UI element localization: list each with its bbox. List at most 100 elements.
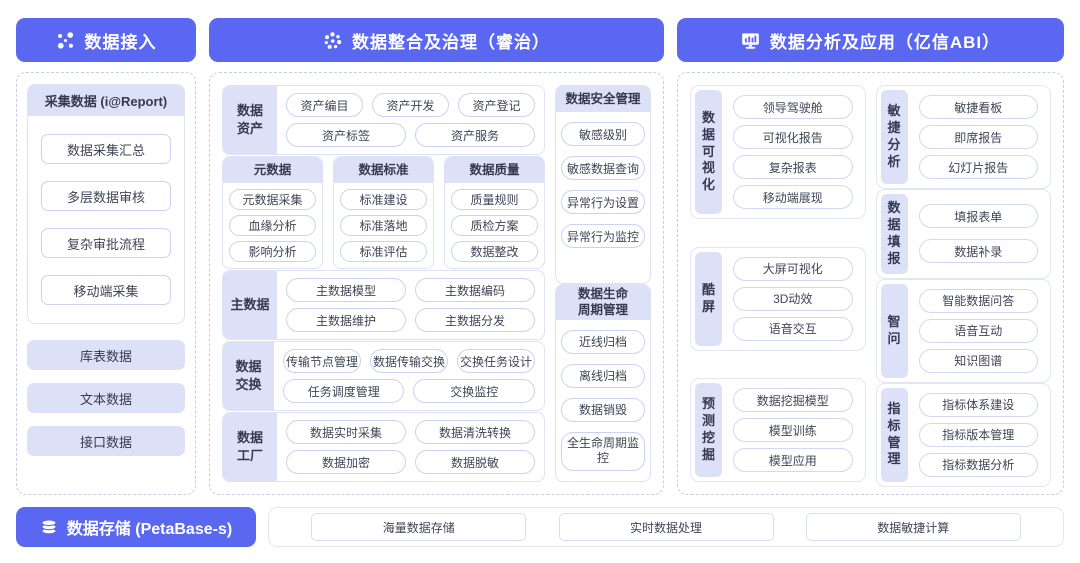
collect-item[interactable]: 复杂审批流程 [41,228,171,258]
feature-item[interactable]: 语音交互 [733,316,853,341]
feature-group-label: 预测挖掘 [695,383,722,477]
feature-item[interactable]: 敏感级别 [561,122,645,146]
storage-item[interactable]: 实时数据处理 [558,513,774,541]
feature-item[interactable]: 质量规则 [451,189,538,210]
feature-item[interactable]: 模型应用 [733,448,853,472]
feature-item[interactable]: 即席报告 [918,125,1038,149]
feature-item[interactable]: 主数据分发 [415,308,535,332]
feature-item[interactable]: 标准评估 [340,241,427,262]
feature-item[interactable]: 血缘分析 [229,215,316,236]
storage-item[interactable]: 数据敏捷计算 [805,513,1021,541]
storage-header-button[interactable]: 数据存储 (PetaBase-s) [16,507,256,547]
feature-item[interactable]: 近线归档 [561,329,645,354]
section-header-access[interactable]: 数据接入 [16,18,196,62]
feature-item[interactable]: 可视化报告 [733,125,853,149]
feature-group-label: 数据资产 [223,86,277,154]
feature-group-label: 数据交换 [223,342,274,410]
feature-item[interactable]: 数据销毁 [561,397,645,422]
feature-item[interactable]: 资产登记 [458,93,535,117]
data-source-pill[interactable]: 库表数据 [27,340,185,370]
feature-item[interactable]: 离线归档 [561,363,645,388]
feature-item[interactable]: 指标数据分析 [918,452,1038,477]
feature-item[interactable]: 数据传输交换 [369,349,448,373]
feature-item[interactable]: 任务调度管理 [282,379,405,403]
collect-item[interactable]: 移动端采集 [41,275,171,305]
feature-group-label: 指标管理 [880,387,908,482]
feature-item[interactable]: 敏捷看板 [918,95,1038,119]
feature-item[interactable]: 标准建设 [340,189,427,210]
feature-group: 数据工厂数据实时采集数据清洗转换数据加密数据脱敏 [222,412,545,482]
feature-group: 数据资产资产编目资产开发资产登记资产标签资产服务 [222,85,545,155]
feature-item[interactable]: 异常行为监控 [561,224,645,248]
feature-group-label: 智问 [880,283,908,378]
storage-item[interactable]: 海量数据存储 [311,513,527,541]
feature-group-label: 数据填报 [880,194,908,274]
feature-item[interactable]: 标准落地 [340,215,427,236]
feature-item[interactable]: 资产服务 [415,123,535,147]
feature-item[interactable]: 指标版本管理 [918,422,1038,447]
panels-row: 采集数据 (i@Report) 数据采集汇总多层数据审核复杂审批流程移动端采集 … [16,72,1064,495]
database-icon [40,518,58,536]
feature-item[interactable]: 数据补录 [918,239,1038,264]
feature-row: 资产编目资产开发资产登记 [286,93,535,117]
feature-row: 任务调度管理交换监控 [282,379,536,403]
feature-item[interactable]: 大屏可视化 [733,256,853,281]
feature-row: 主数据维护主数据分发 [286,308,535,332]
feature-item[interactable]: 数据清洗转换 [415,420,535,444]
section-header-governance[interactable]: 数据整合及治理（睿治） [209,18,664,62]
feature-row: 传输节点管理数据传输交换交换任务设计 [282,349,535,373]
feature-item[interactable]: 交换任务设计 [456,349,535,373]
feature-item[interactable]: 幻灯片报告 [918,155,1038,179]
feature-item[interactable]: 敏感数据查询 [561,156,645,180]
feature-item[interactable]: 数据整改 [451,241,538,262]
feature-item[interactable]: 资产标签 [286,123,406,147]
feature-item[interactable]: 数据挖掘模型 [733,388,853,412]
feature-item[interactable]: 主数据编码 [415,278,535,302]
feature-group-label: 酷屏 [695,251,722,346]
feature-item[interactable]: 3D动效 [733,286,853,311]
feature-item[interactable]: 指标体系建设 [918,392,1038,417]
feature-item[interactable]: 元数据采集 [229,189,316,210]
collect-card-title: 采集数据 (i@Report) [28,85,184,116]
data-source-pill[interactable]: 文本数据 [27,383,185,413]
feature-card-title: 数据标准 [334,157,433,183]
feature-row: 主数据模型主数据编码 [286,278,535,302]
feature-item[interactable]: 交换监控 [413,379,536,403]
feature-row: 资产标签资产服务 [286,123,535,147]
collect-item[interactable]: 多层数据审核 [41,181,171,211]
feature-item[interactable]: 资产开发 [372,93,449,117]
feature-item[interactable]: 数据加密 [286,450,406,474]
section-header-label: 数据分析及应用（亿信ABI） [769,32,1001,52]
feature-item[interactable]: 传输节点管理 [282,349,361,373]
feature-item[interactable]: 移动端展现 [733,185,853,209]
feature-item[interactable]: 填报表单 [918,204,1038,229]
feature-card-title: 数据生命周期管理 [556,284,650,320]
feature-item[interactable]: 主数据模型 [286,278,406,302]
feature-item[interactable]: 影响分析 [229,241,316,262]
governance-side-col: 数据安全管理敏感级别敏感数据查询异常行为设置异常行为监控数据生命周期管理近线归档… [555,85,651,482]
feature-item[interactable]: 领导驾驶舱 [733,95,853,119]
section-header-analysis[interactable]: 数据分析及应用（亿信ABI） [677,18,1064,62]
data-source-pill[interactable]: 接口数据 [27,426,185,456]
feature-item[interactable]: 智能数据问答 [918,288,1038,313]
feature-item[interactable]: 主数据维护 [286,308,406,332]
feature-card: 数据生命周期管理近线归档离线归档数据销毁全生命周期监控 [555,283,651,482]
storage-items-box: 海量数据存储 实时数据处理 数据敏捷计算 [268,507,1064,547]
feature-item[interactable]: 数据实时采集 [286,420,406,444]
feature-item[interactable]: 复杂报表 [733,155,853,179]
meta-groups-row: 元数据元数据采集血缘分析影响分析数据标准标准建设标准落地标准评估数据质量质量规则… [222,156,545,269]
feature-item[interactable]: 数据脱敏 [415,450,535,474]
feature-item[interactable]: 模型训练 [733,418,853,442]
feature-card: 数据标准标准建设标准落地标准评估 [333,156,434,269]
feature-item[interactable]: 异常行为设置 [561,190,645,214]
feature-item[interactable]: 资产编目 [286,93,363,117]
feature-item[interactable]: 语音互动 [918,318,1038,343]
feature-item[interactable]: 知识图谱 [918,348,1038,373]
collect-item[interactable]: 数据采集汇总 [41,134,171,164]
feature-item[interactable]: 质检方案 [451,215,538,236]
feature-item[interactable]: 全生命周期监控 [561,431,645,471]
panel-data-governance: 数据资产资产编目资产开发资产登记资产标签资产服务元数据元数据采集血缘分析影响分析… [209,72,664,495]
feature-card-title: 元数据 [223,157,322,183]
